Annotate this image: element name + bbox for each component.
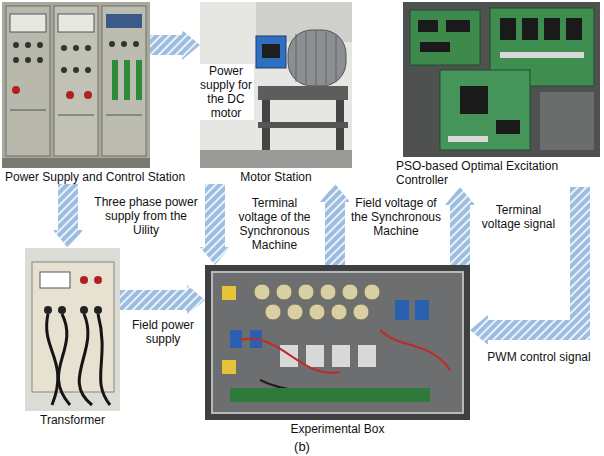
block-arrow [200,184,230,265]
block-arrow [53,184,83,248]
arrow-head [320,184,350,202]
photo-area [2,2,150,168]
figure-caption: (b) [0,439,604,454]
arrow-label: Field power supply [124,318,202,346]
arrow-shaft [150,35,183,55]
photo-node: PSO-based Optimal Excitation Controller [403,2,600,187]
block-arrow [120,285,205,315]
arrow-head [200,247,230,265]
arrow-shaft [450,204,470,265]
arrow-head [445,187,475,205]
transformer-photo [25,248,120,411]
arrow-head [470,315,488,345]
arrow-head [53,230,83,248]
block-arrow [470,187,580,345]
photo-caption: Experimental Box [205,420,470,436]
photo-node: Experimental Box [205,265,470,436]
photo-caption: PSO-based Optimal Excitation Controller [396,157,581,187]
arrow-label: Power supply for the DC motor [198,64,254,120]
block-arrow [445,187,475,265]
photo-area [403,2,600,157]
arrow-shaft [325,201,345,265]
photo-caption: Transformer [25,411,120,427]
photo-area [25,248,120,411]
arrow-head [182,30,200,60]
arrow-head [187,285,205,315]
photo-node: Transformer [25,248,120,427]
photo-area [205,265,470,420]
arrow-label: PWM control signal [480,350,598,364]
controller-board-photo [403,2,600,157]
arrow-label: Terminal voltage signal [477,203,560,231]
arrow-shaft [120,290,188,310]
arrow-label: Terminal voltage of the Synchronous Mach… [232,196,317,252]
photo-node: Power Supply and Control Station [2,2,150,184]
block-arrow [150,30,200,60]
experimental-box-photo [205,265,470,420]
arrow-shaft [205,184,225,248]
block-arrow [320,184,350,265]
arrow-label: Field voltage of the Synchronous Machine [349,196,443,238]
photo-caption: Power Supply and Control Station [5,168,205,184]
photo-caption: Motor Station [200,168,352,184]
arrow-label: Three phase power supply from the Uility [92,195,200,237]
arrow-shaft [58,184,78,231]
control-station-photo [2,2,150,168]
